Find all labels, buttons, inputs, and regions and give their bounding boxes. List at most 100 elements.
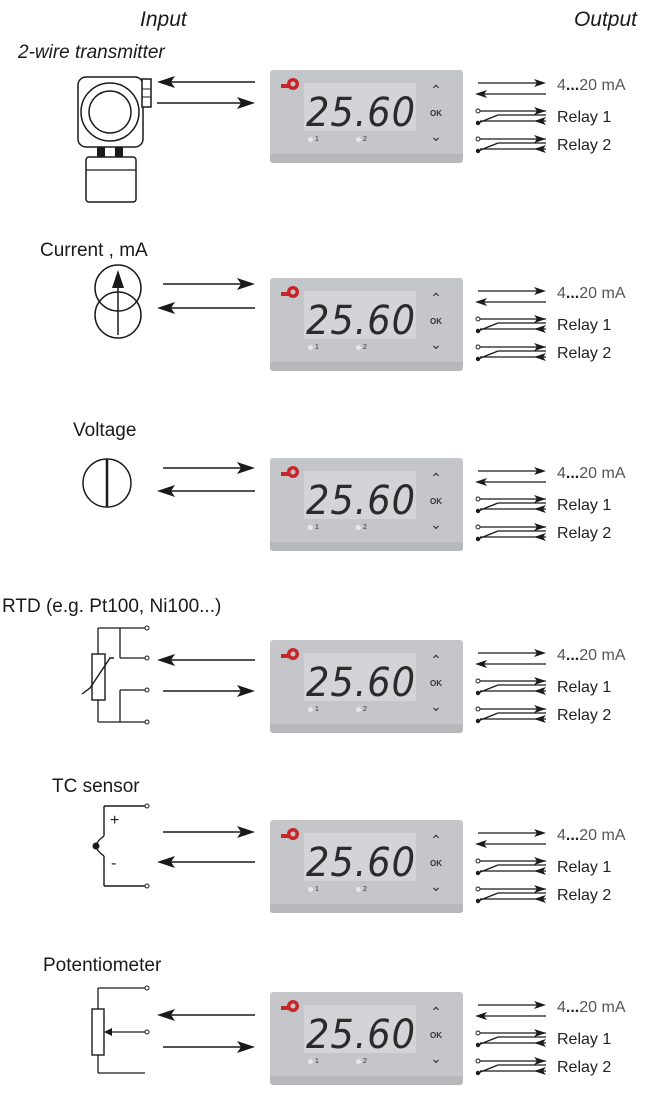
up-button[interactable]: ⌃ [430,652,442,668]
brand-logo-icon [281,78,299,90]
led-label: 1 [315,886,319,893]
display-value: 25.60 [306,90,416,136]
ma-dots: ... [565,465,580,482]
meter-bezel [270,1076,463,1085]
output-signals [475,649,546,724]
ok-button[interactable]: OK [430,859,442,868]
led-dot-icon [308,524,313,530]
display-value: 25.60 [306,298,416,344]
row-current: Current , mA [0,240,653,405]
relay-2-label: Relay 2 [557,137,612,154]
lcd-screen [304,471,416,519]
up-button[interactable]: ⌃ [430,470,442,486]
ok-button[interactable]: OK [430,679,442,688]
up-button[interactable]: ⌃ [430,832,442,848]
brand-logo-icon [281,286,299,298]
led-label: 2 [363,1058,367,1065]
ok-button[interactable]: OK [430,317,442,326]
ma-dots: ... [565,285,580,302]
meter-bezel [270,724,463,733]
led-1: 1 [308,524,319,531]
relay-2-label: Relay 2 [557,887,612,904]
up-button[interactable]: ⌃ [430,82,442,98]
ma-prefix: 4 [557,465,566,482]
up-button[interactable]: ⌃ [430,290,442,306]
down-button[interactable]: ⌄ [430,516,442,532]
led-dot-icon [356,136,361,142]
ma-dots: ... [565,999,580,1016]
ok-button[interactable]: OK [430,109,442,118]
output-signals [475,829,546,904]
ma-prefix: 4 [557,285,566,302]
down-button[interactable]: ⌄ [430,1050,442,1066]
down-button[interactable]: ⌄ [430,878,442,894]
row-voltage: Voltage [0,420,653,585]
down-button[interactable]: ⌄ [430,128,442,144]
brand-logo-icon [281,648,299,660]
lcd-screen [304,653,416,701]
relay-1-label: Relay 1 [557,109,612,126]
voltage-source-icon [82,458,132,508]
brand-logo-icon [281,1000,299,1012]
thermocouple-icon: + - [92,803,150,889]
rtd-icon [81,625,150,725]
panel-meter: 25.60 1 2 ⌃ OK ⌄ [270,278,463,371]
output-signals [475,287,546,362]
down-button[interactable]: ⌄ [430,698,442,714]
led-label: 2 [363,344,367,351]
plus-sign: + [110,812,119,829]
relay-2-label: Relay 2 [557,525,612,542]
led-label: 2 [363,136,367,143]
ma-suffix: 20 mA [579,465,626,482]
transmitter-icon [77,76,152,203]
relay-1-label: Relay 1 [557,317,612,334]
ma-prefix: 4 [557,77,566,94]
signal-arrows [157,1009,255,1053]
row-title: 2-wire transmitter [18,42,165,63]
output-current-label: 4...20 mA [557,285,626,303]
panel-meter: 25.60 1 2 ⌃ OK ⌄ [270,640,463,733]
meter-bezel [270,362,463,371]
ok-button[interactable]: OK [430,1031,442,1040]
ma-prefix: 4 [557,999,566,1016]
down-button[interactable]: ⌄ [430,336,442,352]
output-current-label: 4...20 mA [557,77,626,95]
current-source-icon [94,264,142,339]
ma-dots: ... [565,77,580,94]
keypad: ⌃ OK ⌄ [420,824,452,902]
keypad: ⌃ OK ⌄ [420,74,452,152]
meter-bezel [270,154,463,163]
output-current-label: 4...20 mA [557,647,626,665]
ma-suffix: 20 mA [579,999,626,1016]
potentiometer-icon [91,985,150,1074]
keypad: ⌃ OK ⌄ [420,462,452,540]
lcd-screen [304,83,416,131]
signal-arrows [157,654,255,697]
row-title: TC sensor [52,776,140,797]
keypad: ⌃ OK ⌄ [420,644,452,722]
output-signals [475,1001,546,1076]
panel-meter: 25.60 1 2 ⌃ OK ⌄ [270,70,463,163]
display-value: 25.60 [306,840,416,886]
ma-dots: ... [565,827,580,844]
row-potentiometer: Potentiometer [0,955,653,1120]
output-signals [475,467,546,542]
signal-arrows [157,278,255,314]
lcd-screen [304,833,416,881]
relay-2-label: Relay 2 [557,707,612,724]
relay-1-label: Relay 1 [557,679,612,696]
led-dot-icon [356,886,361,892]
row-title: Current , mA [40,240,148,261]
output-current-label: 4...20 mA [557,827,626,845]
meter-bezel [270,904,463,913]
panel-meter: 25.60 1 2 ⌃ OK ⌄ [270,992,463,1085]
panel-meter: 25.60 1 2 ⌃ OK ⌄ [270,820,463,913]
led-dot-icon [308,136,313,142]
output-current-label: 4...20 mA [557,465,626,483]
header-output: Output [573,8,637,31]
ok-button[interactable]: OK [430,497,442,506]
lcd-screen [304,1005,416,1053]
header-input: Input [140,8,187,31]
led-dot-icon [356,524,361,530]
up-button[interactable]: ⌃ [430,1004,442,1020]
